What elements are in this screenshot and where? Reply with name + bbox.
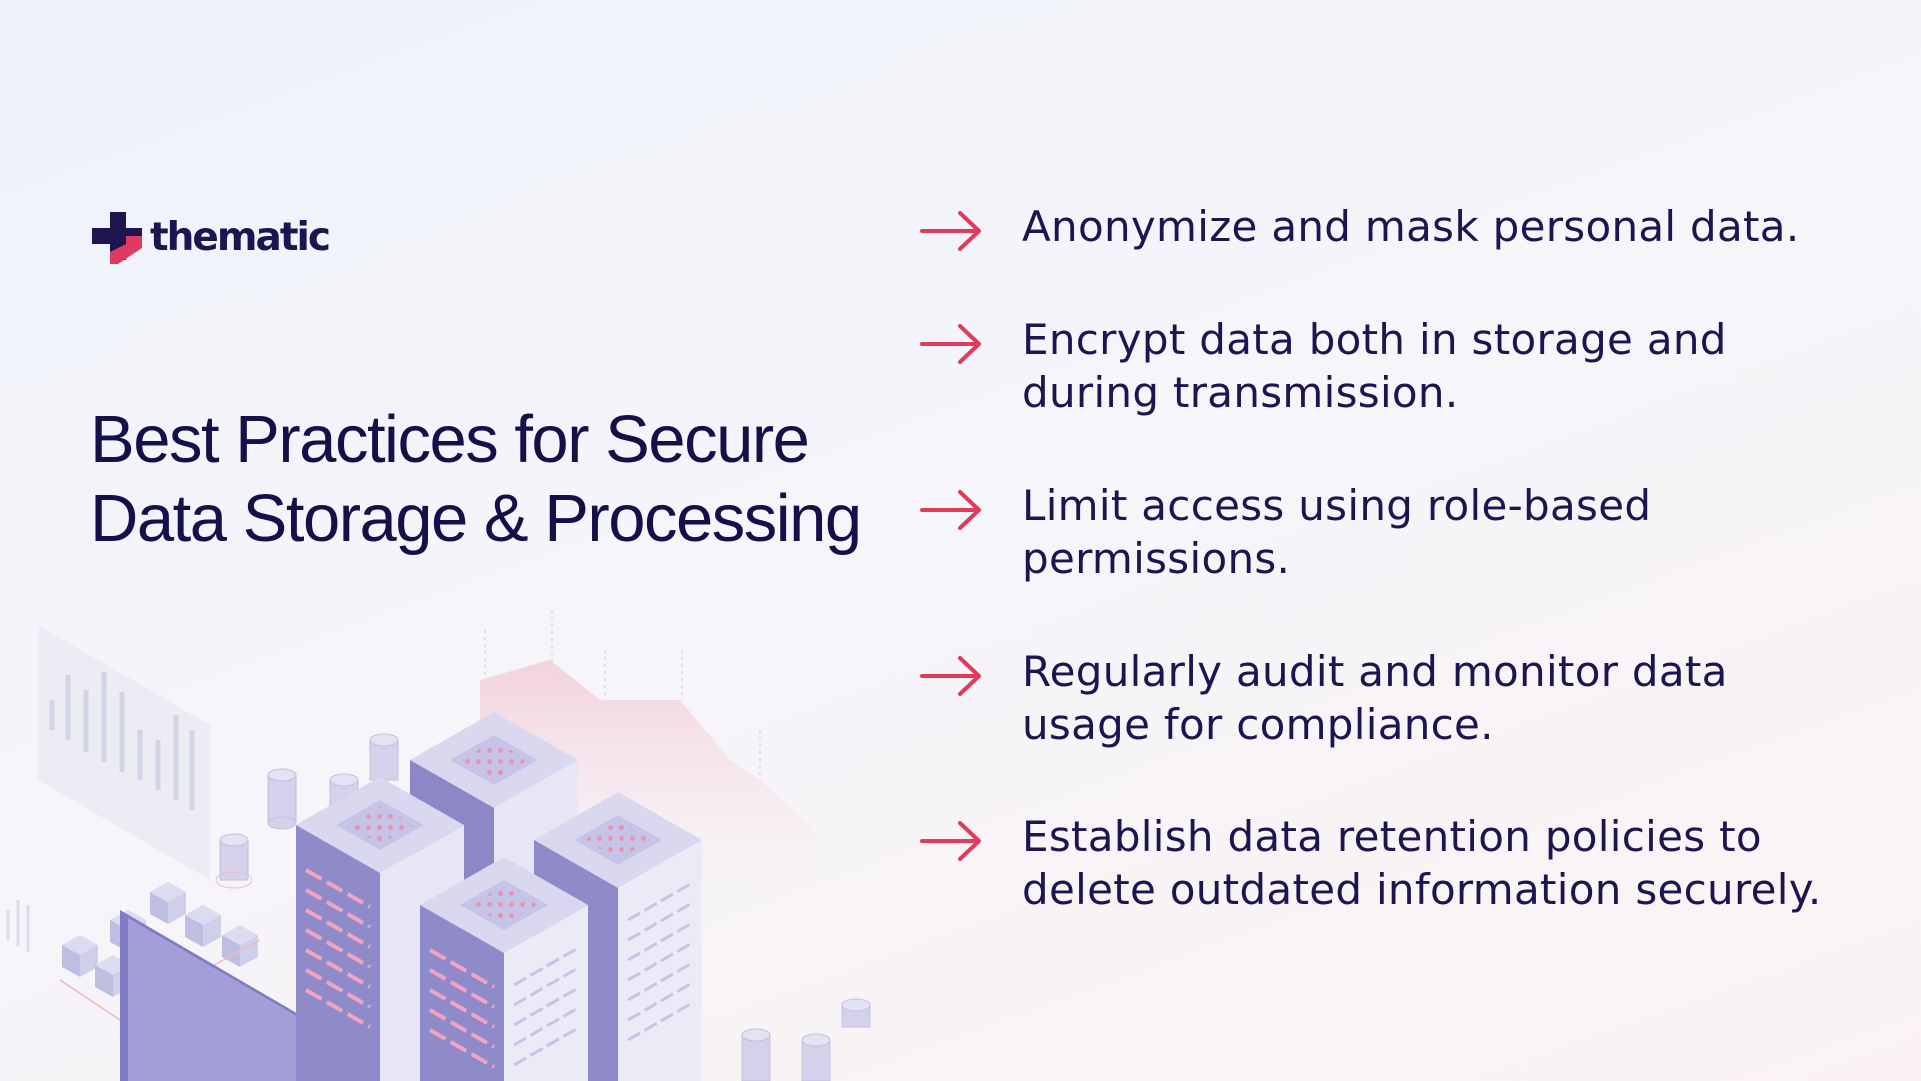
brand-logo: thematic	[88, 208, 331, 266]
background-bar-chart	[6, 625, 210, 952]
thematic-logo-icon	[92, 212, 142, 264]
list-item-text: Establish data retention policies to del…	[1022, 812, 1822, 914]
page-title-line-1: Best Practices for Secure	[90, 402, 810, 477]
list-item: Regularly audit and monitor data usage f…	[918, 645, 1872, 751]
arrow-right-icon	[920, 656, 981, 696]
arrow-right-icon	[920, 490, 981, 530]
brand-name: thematic	[150, 214, 331, 260]
list-item-text: Regularly audit and monitor data usage f…	[1022, 647, 1728, 749]
list-item: Establish data retention policies to del…	[918, 810, 1872, 916]
arrow-right-icon	[920, 324, 981, 364]
server-tower	[420, 857, 588, 1081]
list-item-text: Limit access using role-based permission…	[1022, 481, 1652, 583]
list-item: Limit access using role-based permission…	[918, 479, 1872, 585]
list-item: Anonymize and mask personal data.	[918, 200, 1872, 254]
server-illustration	[6, 610, 871, 1081]
arrow-right-icon	[920, 211, 981, 251]
arrow-right-icon	[920, 821, 981, 861]
list-item-text: Encrypt data both in storage and during …	[1022, 315, 1727, 417]
page-title-line-2: Data Storage & Processing	[90, 481, 862, 556]
page-title: Best Practices for Secure Data Storage &…	[90, 400, 870, 558]
list-item-text: Anonymize and mask personal data.	[1022, 202, 1800, 251]
list-item: Encrypt data both in storage and during …	[918, 313, 1872, 419]
